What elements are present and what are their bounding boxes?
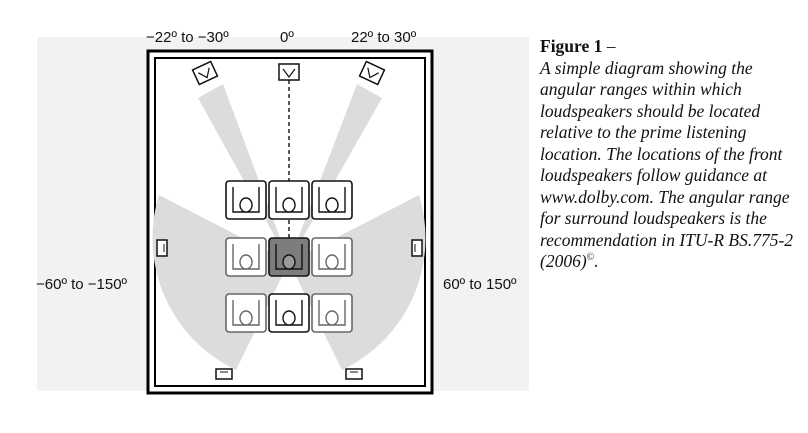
front-left-speaker xyxy=(191,60,219,86)
side-left-speaker xyxy=(156,239,168,257)
front-right-speaker xyxy=(358,60,386,86)
seat xyxy=(311,237,353,277)
surround-left-range-label: −60º to −150º xyxy=(36,276,128,293)
rear-right-speaker xyxy=(345,368,363,380)
front-center-speaker xyxy=(278,63,300,81)
seating-grid xyxy=(225,180,353,333)
figure-caption: Figure 1 – A simple diagram showing the … xyxy=(540,36,802,273)
copyright-mark: © xyxy=(586,252,595,264)
figure-caption-text: A simple diagram showing the angular ran… xyxy=(540,57,794,272)
seat xyxy=(311,293,353,333)
seat xyxy=(311,180,353,220)
front-left-range-label: −22º to −30º xyxy=(146,29,229,46)
figure-title: Figure 1 xyxy=(540,36,603,56)
seat xyxy=(268,180,310,220)
caption-period: . xyxy=(594,251,599,271)
prime-listening-seat xyxy=(268,237,310,277)
loudspeakers xyxy=(156,60,423,380)
figure-title-dash: – xyxy=(602,36,616,56)
seat xyxy=(268,293,310,333)
front-center-label: 0º xyxy=(280,29,294,46)
seat xyxy=(225,293,267,333)
seat xyxy=(225,237,267,277)
seat xyxy=(225,180,267,220)
surround-right-range-label: 60º to 150º xyxy=(443,276,517,293)
side-right-speaker xyxy=(411,239,423,257)
rear-left-speaker xyxy=(215,368,233,380)
front-right-range-label: 22º to 30º xyxy=(351,29,417,46)
